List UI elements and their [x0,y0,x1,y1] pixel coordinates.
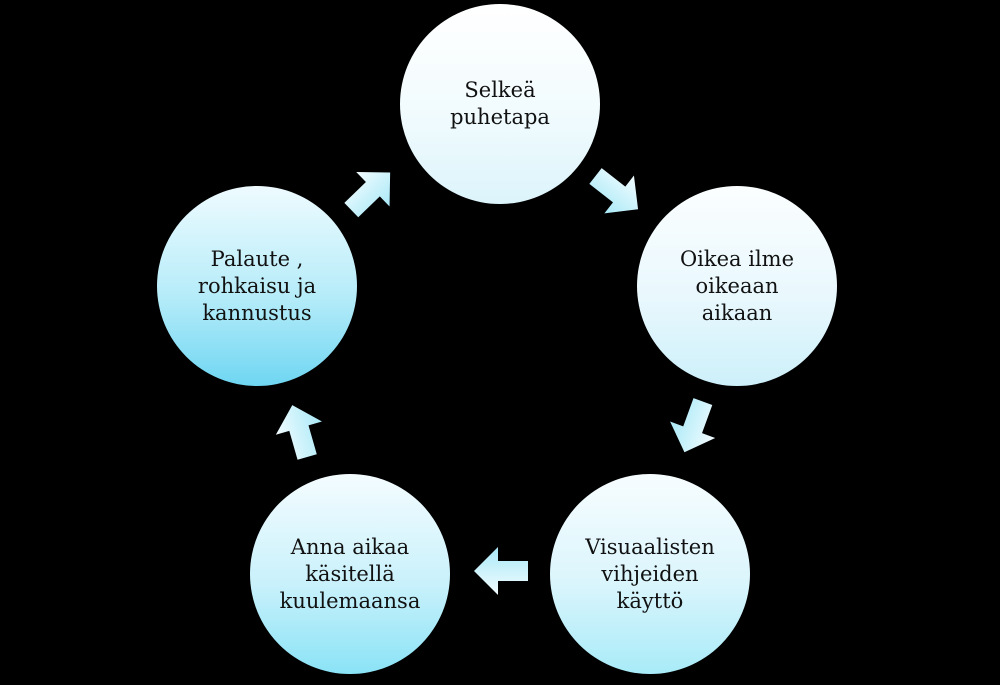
cycle-node-selkea-puhetapa: Selkeä puhetapa [400,4,600,204]
node-label: Selkeä puhetapa [450,78,550,129]
arrow-icon [670,398,716,453]
cycle-node-palaute: Palaute , rohkaisu ja kannustus [157,186,357,386]
cycle-node-oikea-ilme: Oikea ilme oikeaan aikaan [637,186,837,386]
cycle-node-visuaaliset-vihjeet: Visuaalisten vihjeiden käyttö [550,474,750,674]
arrow-icon [344,171,391,218]
cycle-node-anna-aikaa: Anna aikaa käsitellä kuulemaansa [250,474,450,674]
arrow-icon [589,168,639,214]
arrow-icon [275,405,322,460]
arrow-icon [474,547,528,595]
node-label: Oikea ilme oikeaan aikaan [679,246,795,325]
node-label: Palaute , rohkaisu ja kannustus [197,246,317,325]
node-label: Visuaalisten vihjeiden käyttö [585,534,715,613]
node-label: Anna aikaa käsitellä kuulemaansa [279,534,421,613]
